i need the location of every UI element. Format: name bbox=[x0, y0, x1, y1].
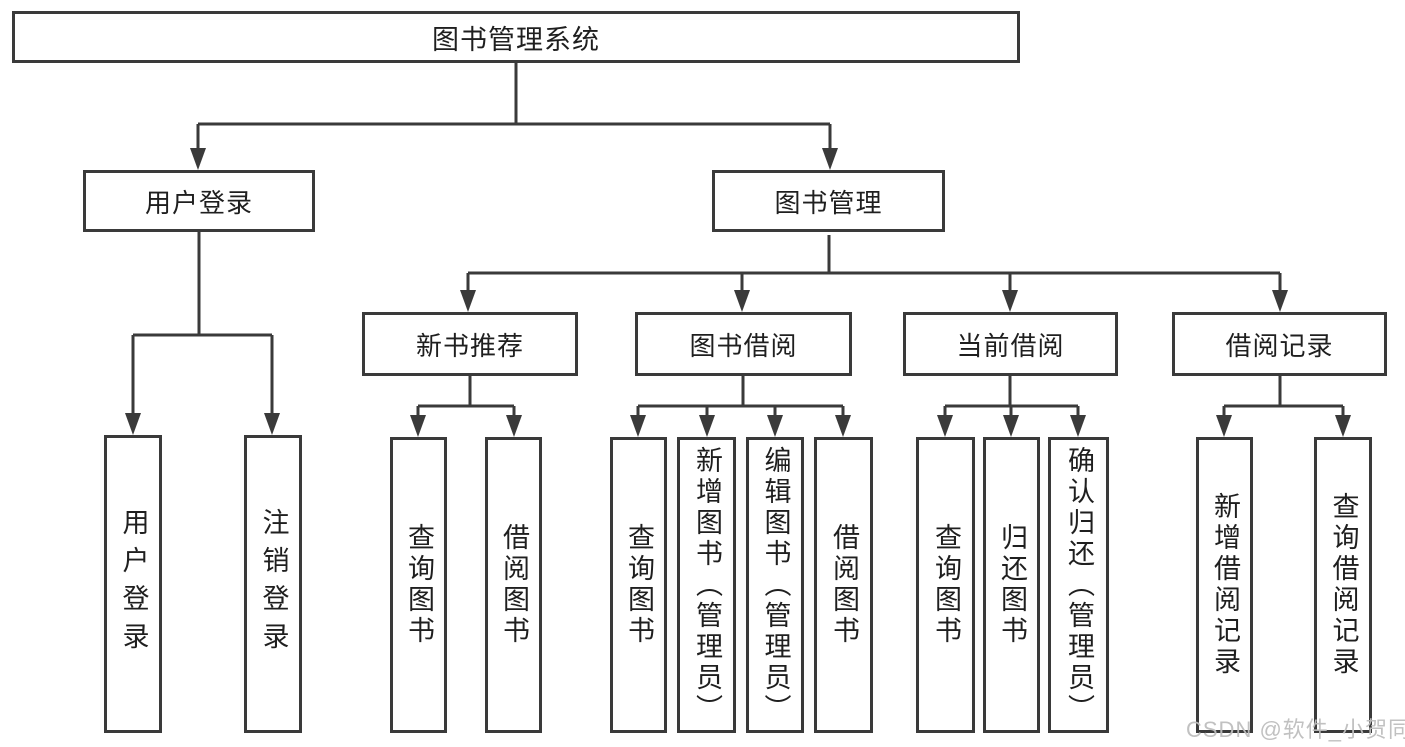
leaf-query-book-3: 查询图书 bbox=[916, 437, 975, 733]
leaf-borrow-book-2: 借阅图书 bbox=[814, 437, 873, 733]
leaf-label: 查询图书 bbox=[404, 523, 434, 647]
connectors-new-book bbox=[410, 376, 522, 437]
leaf-query-borrow-record: 查询借阅记录 bbox=[1314, 437, 1372, 733]
csdn-watermark: CSDN @软件_小贺同学 bbox=[1186, 717, 1405, 742]
leaf-user-login: 用户登录 bbox=[104, 435, 162, 733]
leaf-label: 借阅图书 bbox=[499, 523, 529, 647]
connectors-book-mgmt bbox=[460, 235, 1288, 312]
leaf-edit-book-admin: 编辑图书（管理员） bbox=[746, 437, 804, 733]
leaf-query-book-2: 查询图书 bbox=[610, 437, 667, 733]
node-book-management: 图书管理 bbox=[712, 170, 945, 232]
node-new-book-recommend: 新书推荐 bbox=[362, 312, 578, 376]
connectors-book-borrow bbox=[630, 376, 851, 437]
node-borrow-records: 借阅记录 bbox=[1172, 312, 1387, 376]
leaf-label: 新增图书（管理员） bbox=[692, 445, 722, 725]
leaf-confirm-return-admin: 确认归还（管理员） bbox=[1048, 437, 1109, 733]
leaf-label: 新增借阅记录 bbox=[1210, 492, 1240, 678]
leaf-label: 归还图书 bbox=[997, 523, 1027, 647]
connectors-root bbox=[190, 63, 838, 170]
leaf-label: 查询借阅记录 bbox=[1328, 492, 1359, 678]
leaf-label: 查询图书 bbox=[931, 523, 961, 647]
node-book-borrow: 图书借阅 bbox=[635, 312, 852, 376]
leaf-add-borrow-record: 新增借阅记录 bbox=[1196, 437, 1253, 733]
leaf-label: 编辑图书（管理员） bbox=[760, 445, 791, 725]
leaf-return-book: 归还图书 bbox=[983, 437, 1040, 733]
node-root-library-system: 图书管理系统 bbox=[12, 11, 1020, 63]
leaf-label: 确认归还（管理员） bbox=[1064, 445, 1094, 725]
leaf-label: 注销登录 bbox=[258, 508, 289, 660]
leaf-label: 用户登录 bbox=[118, 508, 149, 660]
leaf-query-book-1: 查询图书 bbox=[390, 437, 447, 733]
leaf-label: 借阅图书 bbox=[829, 523, 859, 647]
connectors-current-borrow bbox=[937, 376, 1086, 437]
connectors-borrow-records bbox=[1216, 376, 1351, 437]
node-current-borrow: 当前借阅 bbox=[903, 312, 1118, 376]
leaf-borrow-book-1: 借阅图书 bbox=[485, 437, 542, 733]
node-user-login: 用户登录 bbox=[83, 170, 315, 232]
connectors-user-login bbox=[125, 232, 280, 435]
leaf-logout: 注销登录 bbox=[244, 435, 302, 733]
leaf-add-book-admin: 新增图书（管理员） bbox=[677, 437, 736, 733]
leaf-label: 查询图书 bbox=[624, 523, 654, 647]
